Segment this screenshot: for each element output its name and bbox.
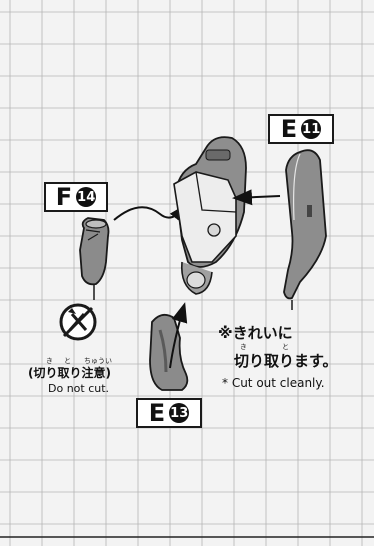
label-e11-number: 11 — [301, 119, 322, 139]
clean-cut-ruby-2: と — [282, 343, 289, 351]
caution-english: Do not cut. — [48, 382, 110, 395]
label-e11: E 11 — [268, 114, 334, 144]
label-e13: E 13 — [136, 398, 202, 428]
part-e11 — [283, 149, 327, 310]
caution-ruby-3: ちゅうい — [84, 357, 112, 365]
caution-ruby-2: と — [64, 357, 71, 365]
label-f14: F 14 — [44, 182, 108, 212]
caution-japanese: (切り取り注意) — [28, 366, 111, 380]
part-e13 — [149, 313, 189, 391]
arrow-e13-to-body — [169, 302, 188, 369]
clean-cut-line2: 切り取ります。 — [234, 352, 338, 370]
clean-cut-line1: ※きれいに — [218, 324, 293, 342]
caution-ruby-1: き — [46, 357, 53, 365]
label-f14-letter: F — [55, 183, 73, 211]
arrow-e11-to-body — [232, 189, 281, 206]
label-e13-letter: E — [148, 399, 166, 427]
part-main-body — [173, 136, 247, 295]
label-e13-number: 13 — [169, 403, 190, 423]
part-f14 — [79, 217, 110, 300]
clean-cut-ruby-1: き — [240, 343, 247, 351]
arrow-f14-to-body — [113, 202, 189, 224]
clean-cut-english: * Cut out cleanly. — [222, 376, 325, 390]
label-e11-letter: E — [280, 115, 298, 143]
no-cut-nipper-icon — [59, 303, 97, 341]
label-f14-number: 14 — [76, 187, 97, 207]
